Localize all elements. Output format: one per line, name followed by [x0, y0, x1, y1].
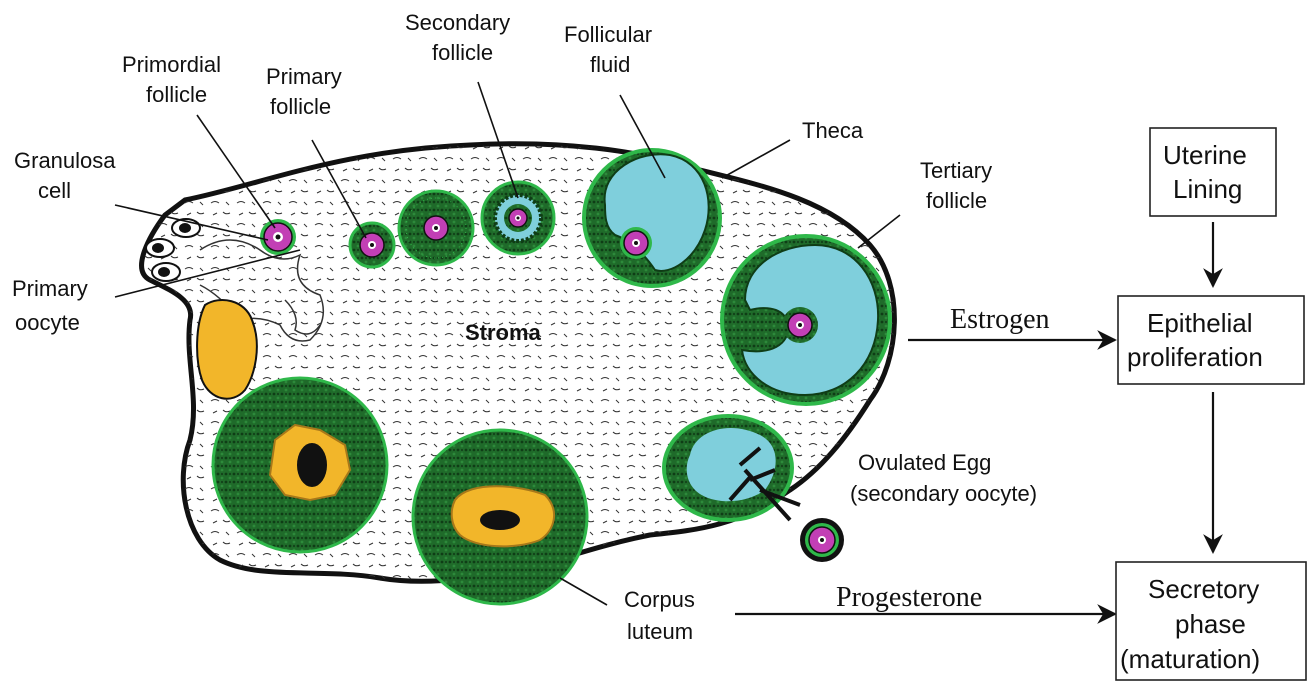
- tertiary-follicle: [722, 236, 890, 404]
- ovulated-egg: [800, 518, 844, 562]
- stroma-label: Stroma: [465, 320, 542, 345]
- antral-follicle: [584, 150, 720, 286]
- primary-oocyte-label: Primary oocyte: [12, 276, 94, 335]
- ovulated-egg-label: Ovulated Egg (secondary oocyte): [850, 450, 1037, 506]
- secondary-follicle: [482, 182, 554, 254]
- corpus-luteum-large: [213, 378, 387, 552]
- primordial-label: Primordial follicle: [122, 52, 227, 107]
- primary-follicle-label: Primary follicle: [266, 64, 348, 119]
- corpus-luteum-label: Corpus luteum: [624, 587, 701, 644]
- tertiary-label: Tertiary follicle: [920, 158, 998, 213]
- follicular-fluid-label: Follicular fluid: [564, 22, 658, 77]
- growing-follicle: [399, 191, 473, 265]
- secondary-label: Secondary follicle: [405, 10, 516, 65]
- progesterone-label: Progesterone: [836, 582, 982, 613]
- theca-label: Theca: [802, 118, 864, 143]
- primary-follicle: [350, 223, 394, 267]
- primordial-follicle: [260, 219, 296, 255]
- granulosa-label: Granulosa cell: [14, 148, 122, 203]
- corpus-albicans-small: [197, 300, 257, 399]
- estrogen-label: Estrogen: [950, 304, 1050, 335]
